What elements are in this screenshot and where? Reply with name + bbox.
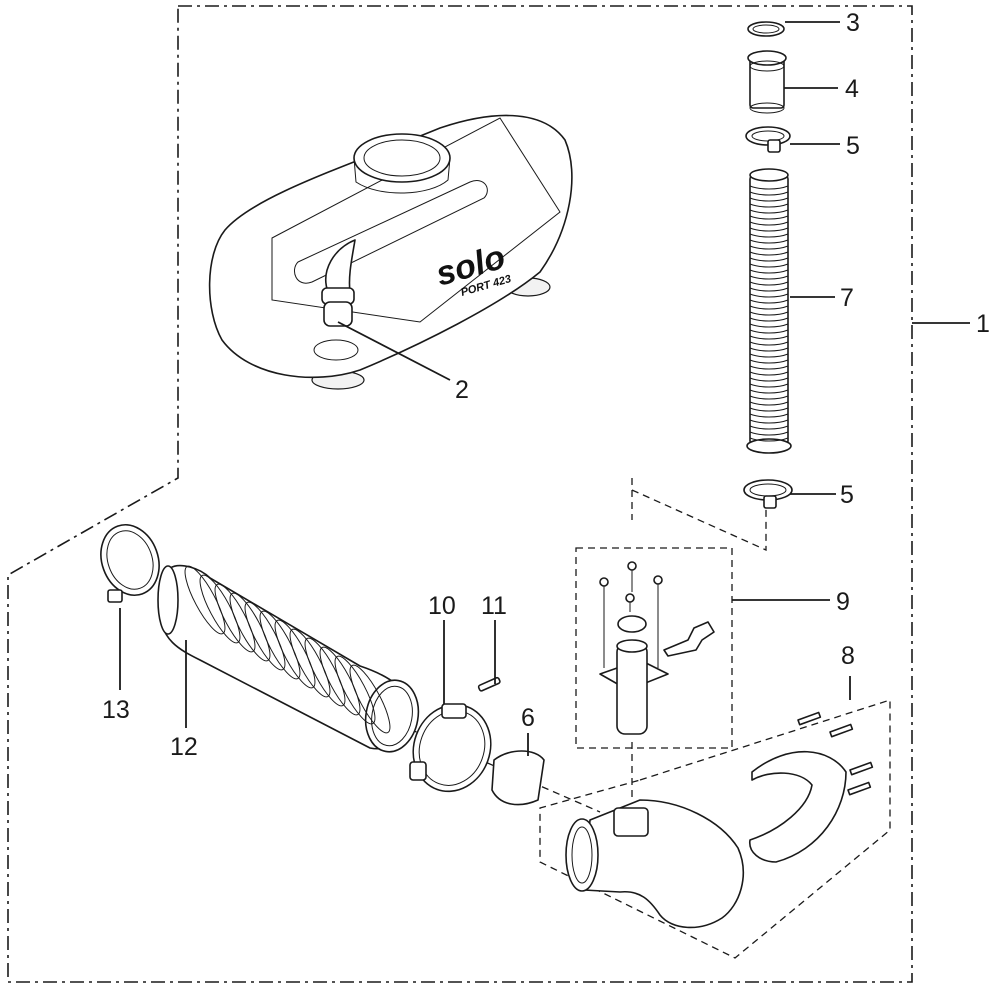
callout-7: 7 <box>840 284 854 312</box>
group-8-outline <box>539 699 891 959</box>
part-13-clamp <box>100 524 160 603</box>
callout-9: 9 <box>836 588 850 616</box>
callout-11: 11 <box>481 592 507 620</box>
assembly-path-upper <box>631 478 767 552</box>
callout-5-upper: 5 <box>846 132 860 160</box>
part-6-shell <box>491 750 545 806</box>
part-2-strainer <box>321 239 356 327</box>
part-7-corrugated-hose <box>746 168 792 454</box>
callout-6: 6 <box>521 704 535 732</box>
callout-3: 3 <box>846 9 860 37</box>
group-9-outline <box>575 547 733 749</box>
callout-13: 13 <box>102 696 130 724</box>
part-5-hose-clamp-upper <box>745 126 791 153</box>
part-11-screw <box>477 676 501 692</box>
callout-labels: 1 2 3 4 5 7 5 9 8 10 11 6 13 12 <box>102 9 990 761</box>
part-9-valve-assembly <box>599 561 715 735</box>
part-4-sleeve <box>747 50 787 114</box>
callout-4: 4 <box>845 75 859 103</box>
callout-10: 10 <box>428 592 456 620</box>
part-3-o-ring <box>747 21 785 37</box>
part-12-bellows <box>157 564 420 753</box>
assembly-1-outline <box>7 5 913 983</box>
part-8-elbow-outlet <box>565 711 874 929</box>
tank: solo PORT 423 <box>208 114 573 390</box>
callout-12: 12 <box>170 733 198 761</box>
callout-2: 2 <box>455 376 469 404</box>
callout-1: 1 <box>976 310 990 338</box>
callout-8: 8 <box>841 642 855 670</box>
part-5-hose-clamp-lower <box>743 479 793 509</box>
callout-5-lower: 5 <box>840 481 854 509</box>
part-10-large-clamp <box>409 703 492 793</box>
leader-lines <box>119 21 970 756</box>
